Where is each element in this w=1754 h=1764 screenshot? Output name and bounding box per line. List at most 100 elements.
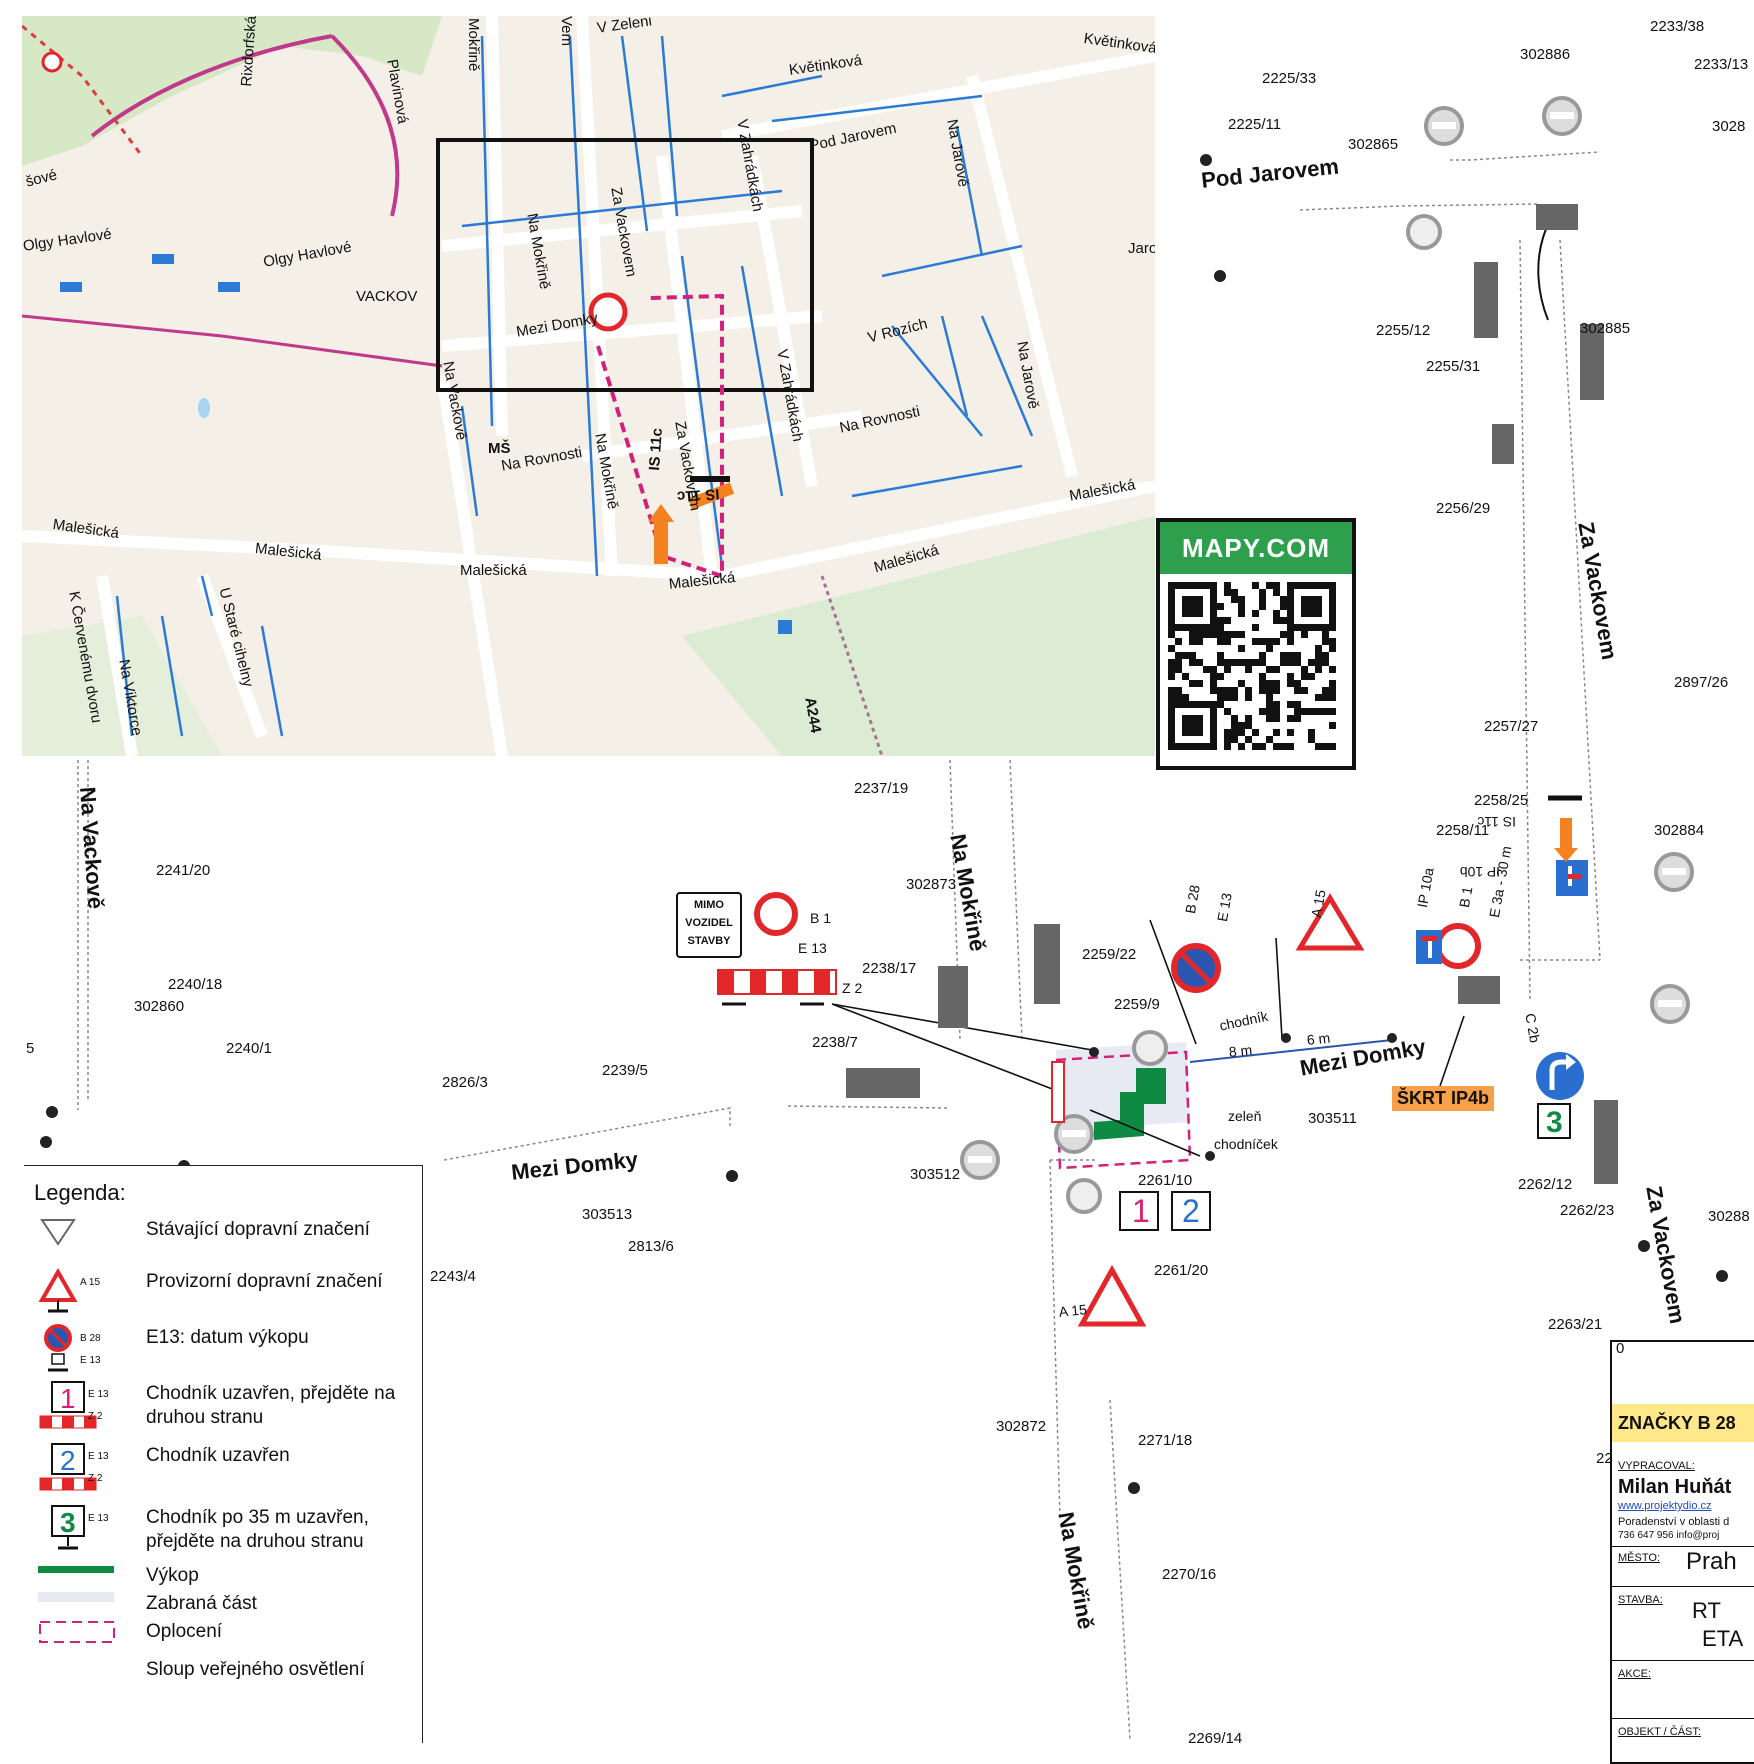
legend-symbol-a15	[38, 1267, 78, 1319]
mesto-value: Prah	[1686, 1548, 1737, 1575]
akce-label: AKCE:	[1618, 1668, 1652, 1680]
sign-two	[1171, 1191, 1211, 1231]
plot-number: 303512	[910, 1166, 961, 1183]
stavba-line-1: RT	[1692, 1598, 1721, 1623]
plan-note: E 13	[798, 940, 827, 956]
plot-number: 5	[26, 1040, 35, 1057]
skrt-ip4b-label: ŠKRT IP4b	[1392, 1086, 1495, 1111]
legend-item-label: Chodník po 35 m uzavřen, přejděte na dru…	[146, 1507, 369, 1552]
divider	[1612, 1718, 1754, 1719]
closure-marker	[588, 292, 628, 332]
plan-note: C 2b	[1522, 1012, 1544, 1044]
plot-number: 2233/13	[1694, 56, 1749, 73]
detour-route	[596, 293, 724, 579]
legend-symbol-triangle	[38, 1216, 78, 1251]
plan-note: A 15	[1308, 888, 1329, 919]
road-pink	[330, 34, 400, 217]
road-pink	[90, 34, 333, 138]
bus-stop-icon	[60, 282, 82, 292]
qr-code-icon	[1160, 574, 1344, 758]
inset-street-label: Malešická	[460, 562, 527, 579]
plot-number: 2241/20	[156, 862, 211, 879]
barrier	[1051, 1061, 1065, 1123]
plot-number: 2240/18	[168, 976, 223, 993]
legend-symbol-three: 3	[38, 1504, 98, 1559]
plot-number: 2261/10	[1138, 1172, 1193, 1189]
plan-street-label: Za Vackovem	[1573, 520, 1623, 662]
plot-number: 2237/19	[854, 780, 909, 797]
plot-number: 2261/20	[1154, 1262, 1209, 1279]
inset-sign-label: MŠ	[488, 440, 511, 457]
sign-b1	[754, 892, 798, 936]
plot-number: 3028	[1712, 118, 1746, 135]
orange-arrow	[654, 516, 668, 564]
plan-note: E 3a - 30 m	[1486, 844, 1515, 919]
legend-item-label: Provizorní dopravní značení	[146, 1271, 383, 1292]
plan-note: IS 11c	[1477, 814, 1516, 830]
legend-item-label: Chodník uzavřen, přejděte na druhou stra…	[146, 1383, 396, 1428]
orange-arrow	[687, 482, 735, 510]
mimo-line-3: STAVBY	[687, 935, 731, 947]
sign-a15	[1077, 1264, 1147, 1327]
sign-b28	[1171, 943, 1221, 993]
svg-text:2: 2	[1182, 1193, 1200, 1229]
utility-line	[1537, 219, 1551, 321]
plan-note: A 15	[1058, 1301, 1088, 1320]
streets	[22, 16, 1155, 756]
excavation	[1094, 1068, 1166, 1140]
fence-outline	[1054, 1050, 1192, 1170]
legend-symbol-tag: B 28 E 13	[80, 1333, 101, 1366]
stavba-line-2: ETA	[1702, 1626, 1744, 1651]
plan-street-label: Na Vackově	[75, 786, 109, 910]
plot-number: 302872	[996, 1418, 1047, 1435]
plan-note: 6 m	[1306, 1029, 1331, 1048]
mimo-line-1: MIMO	[694, 899, 724, 911]
author-web[interactable]: www.projektydio.cz	[1618, 1500, 1712, 1512]
parking-icon	[778, 620, 792, 634]
park-area	[22, 16, 442, 166]
divider	[1612, 1546, 1754, 1547]
title-yellow: ZNAČKY B 28	[1612, 1404, 1754, 1442]
plot-number: 2270/16	[1162, 1566, 1217, 1583]
legend-symbol-one: 1	[38, 1380, 98, 1441]
legend-symbol-tag: E 13	[88, 1513, 109, 1524]
inset-map-graphics	[22, 16, 1155, 756]
plot-number: 2258/25	[1474, 792, 1529, 809]
vypracoval-label: VYPRACOVAL:	[1618, 1460, 1695, 1472]
plan-street-label: Za Vackovem	[1641, 1184, 1691, 1326]
plot-number: 2243/4	[430, 1268, 476, 1285]
mapy-qr-block[interactable]: MAPY.COM	[1156, 518, 1356, 770]
bus-stop-icon	[152, 254, 174, 264]
park-area	[682, 516, 1155, 756]
inset-street-label: Mokřině	[465, 18, 482, 72]
plot-number: 302884	[1654, 822, 1705, 839]
plot-number: 303511	[1308, 1110, 1357, 1127]
plan-street-label: Pod Jarovem	[1200, 153, 1341, 193]
area-frame	[436, 138, 814, 392]
plot-number: 302865	[1348, 136, 1399, 153]
plot-number: 302860	[134, 998, 185, 1015]
objekt-label: OBJEKT / ČÁST:	[1618, 1726, 1701, 1738]
mimo-vozidel-sign: MIMO VOZIDEL STAVBY	[676, 892, 742, 958]
plot-number: 2225/33	[1262, 70, 1317, 87]
legend-symbol-tag: E 13 Z 2	[88, 1389, 109, 1422]
legend-symbol-fence	[38, 1618, 118, 1651]
svg-text:2: 2	[60, 1445, 76, 1476]
inset-street-label: Vem	[558, 16, 575, 47]
plot-number: 2233/38	[1650, 18, 1705, 35]
title-block: 0 ZNAČKY B 28 VYPRACOVAL: Milan Huňát ww…	[1610, 1340, 1754, 1764]
plot-number: 2271/18	[1138, 1432, 1193, 1449]
legend-symbol-tag: A 15	[80, 1277, 101, 1288]
legend-title: Legenda:	[34, 1180, 126, 1205]
author-desc: Poradenství v oblasti d	[1618, 1516, 1730, 1528]
plot-number: 2813/6	[628, 1238, 674, 1255]
legend-symbol-b28	[38, 1324, 78, 1379]
plan-note: chodníček	[1214, 1136, 1278, 1152]
barrier-z2	[717, 969, 837, 1006]
plan-street-label: Na Mokřině	[1053, 1510, 1099, 1632]
road-pink	[22, 314, 443, 368]
plot-number: 2240/1	[226, 1040, 272, 1057]
sign-one	[1119, 1191, 1159, 1231]
divider	[1612, 1586, 1754, 1587]
